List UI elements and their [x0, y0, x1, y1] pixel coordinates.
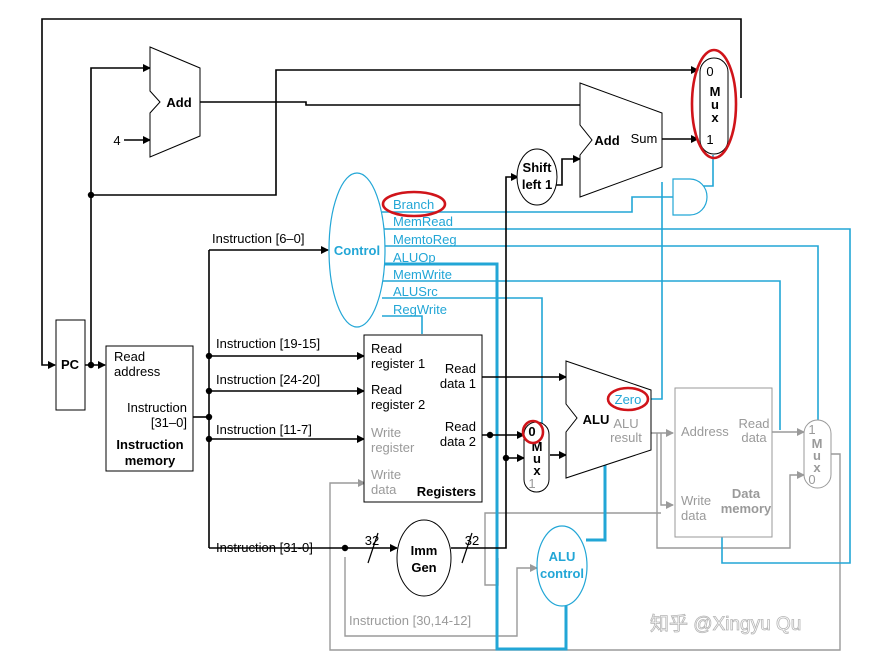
dmem-title-1: Data [732, 486, 761, 501]
alu-title: ALU [583, 412, 610, 427]
highlight-alu-mux-0 [521, 419, 545, 445]
instruction-memory [105, 345, 194, 472]
field-11-7: Instruction [11-7] [216, 422, 312, 437]
dmem-address: Address [681, 424, 729, 439]
dmem-write-2: data [681, 508, 707, 523]
wr-a: Write [371, 425, 401, 440]
rd2-a: Read [445, 419, 476, 434]
alu [565, 360, 652, 479]
dmem-read-1: Read [738, 416, 769, 431]
signal-memwrite: MemWrite [393, 267, 452, 282]
wr-b: register [371, 440, 415, 455]
const-four-label: 4 [113, 133, 120, 148]
signal-aluop: ALUOp [393, 250, 436, 265]
rd1-a: Read [445, 361, 476, 376]
wb-mux-l1: M [812, 436, 823, 451]
pc-adder-label: Add [166, 95, 191, 110]
dmem-write-1: Write [681, 493, 711, 508]
rd1-b: data 1 [440, 376, 476, 391]
highlight-pc-mux [690, 48, 738, 160]
alu-result-1: ALU [613, 416, 638, 431]
imem-title-1: Instruction [116, 437, 183, 452]
signal-memtoreg: MemtoReg [393, 232, 457, 247]
wb-mux-in1: 1 [808, 422, 815, 437]
field-30-14-12: Instruction [30,14-12] [349, 613, 471, 628]
imem-instr-1: Instruction [127, 400, 187, 415]
watermark: 知乎 @Xingyu Qu [650, 613, 801, 635]
branch-adder [579, 82, 663, 198]
rr2-b: register 2 [371, 397, 425, 412]
data-memory [674, 387, 773, 538]
signal-regwrite: RegWrite [393, 302, 447, 317]
pc-mux-in1: 1 [706, 132, 713, 147]
shift-label-1: Shift [523, 160, 553, 175]
imem-instr-2: [31–0] [151, 415, 187, 430]
imem-read-1: Read [114, 349, 145, 364]
wb-mux-l2: u [813, 448, 821, 463]
control-title: Control [334, 243, 380, 258]
writeback-mux [803, 419, 832, 489]
field-31-0: Instruction [31-0] [216, 540, 313, 555]
alu-mux-l2: u [533, 451, 541, 466]
wb-mux-in0: 0 [808, 472, 815, 487]
rr2-a: Read [371, 382, 402, 397]
pc-register [55, 319, 86, 411]
pc-mux-l2: u [711, 97, 719, 112]
field-19-15: Instruction [19-15] [216, 336, 320, 351]
alu-mux-in0: 0 [528, 424, 535, 439]
dmem-read-2: data [741, 430, 767, 445]
registers-title: Registers [417, 484, 476, 499]
signal-alusrc: ALUSrc [393, 284, 438, 299]
field-24-20: Instruction [24-20] [216, 372, 320, 387]
sum-label: Sum [631, 131, 658, 146]
dmem-title-2: memory [721, 501, 772, 516]
highlight-zero [606, 386, 650, 412]
pc-adder [149, 46, 201, 158]
rr1-b: register 1 [371, 356, 425, 371]
black-wires [41, 18, 742, 564]
branch-adder-label: Add [594, 133, 619, 148]
pc-mux-l1: M [710, 84, 721, 99]
pc-mux-in0: 0 [706, 64, 713, 79]
wb-mux-l3: x [813, 460, 821, 475]
wd-b: data [371, 482, 397, 497]
rd2-b: data 2 [440, 434, 476, 449]
wd-a: Write [371, 467, 401, 482]
imem-read-2: address [114, 364, 161, 379]
imm-gen [396, 519, 452, 597]
register-file [363, 334, 483, 503]
shift-label-2: left 1 [522, 177, 552, 192]
field-6-0: Instruction [6–0] [212, 231, 305, 246]
alu-result-2: result [610, 430, 642, 445]
imem-title-2: memory [125, 453, 176, 468]
signal-branch: Branch [393, 197, 434, 212]
signal-memread: MemRead [393, 214, 453, 229]
and-gate [672, 178, 708, 216]
control-wires [382, 155, 851, 651]
alu-control-l2: control [540, 566, 584, 581]
rr1-a: Read [371, 341, 402, 356]
highlight-branch [381, 190, 447, 218]
imm-width-in: 32 [365, 533, 379, 548]
alu-mux-l1: M [532, 439, 543, 454]
shift-left-unit [516, 148, 558, 206]
control-unit [328, 172, 386, 328]
imm-gen-l2: Gen [411, 560, 436, 575]
alu-mux-in1: 1 [528, 476, 535, 491]
alu-zero: Zero [615, 392, 642, 407]
alu-mux-l3: x [533, 463, 541, 478]
pc-label: PC [61, 357, 80, 372]
alu-control-unit [536, 525, 588, 607]
pc-mux-l3: x [711, 110, 719, 125]
imm-gen-l1: Imm [411, 543, 438, 558]
alu-control-l1: ALU [549, 549, 576, 564]
pc-mux [699, 57, 729, 155]
imm-width-out: 32 [465, 533, 479, 548]
